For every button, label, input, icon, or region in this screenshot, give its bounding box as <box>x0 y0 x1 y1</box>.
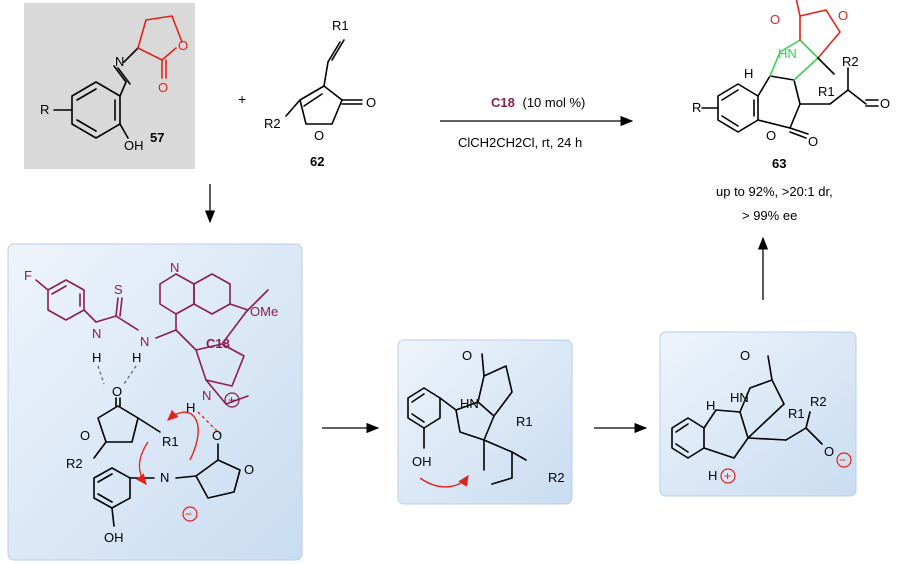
electron-arrow-1 <box>166 409 199 461</box>
ts-r2: R2 <box>66 456 83 471</box>
plus-sign: + <box>238 91 246 107</box>
i2-hn: HN <box>730 390 749 405</box>
c57-n: N <box>115 54 124 69</box>
i1-o: O <box>462 348 472 363</box>
h-bond-ammonium <box>197 411 221 435</box>
compound-62: R1 R2 O O 62 <box>264 18 376 169</box>
c57-oh: OH <box>124 138 144 153</box>
i2-oh-plus: H <box>708 468 717 483</box>
i2-o: O <box>740 348 750 363</box>
lactone-ring <box>137 15 183 79</box>
p63-h: H <box>744 66 753 81</box>
c62-r1: R1 <box>332 18 349 33</box>
ts-charge-plus: + <box>228 393 235 407</box>
p63-hn: HN <box>778 46 797 61</box>
p63-r2: R2 <box>842 54 859 69</box>
c62-o-ring: O <box>314 128 324 143</box>
ts-charge-minus-circle <box>182 506 198 522</box>
p63-r: R <box>692 100 701 115</box>
ts-methoxy: OMe <box>250 304 278 319</box>
ts-n-link: N <box>140 334 149 349</box>
ts-o-furanone-ring: O <box>80 428 90 443</box>
i2-charge-minus-circle <box>836 452 852 468</box>
c57-r: R <box>40 102 49 117</box>
i1-oh: OH <box>412 454 432 469</box>
ts-r1: R1 <box>162 434 179 449</box>
p63-o-carbonyl: O <box>808 134 818 149</box>
i1-hn: HN <box>460 396 479 411</box>
transition-state-panel: F S N H N H C18 N OMe H N + O O R1 R2 N … <box>7 243 303 561</box>
ts-catalyst-name: C18 <box>206 336 230 351</box>
ts-charge-minus: − <box>185 507 192 521</box>
ts-nh-left: N <box>92 326 101 341</box>
i2-o-enolate: O <box>824 444 834 459</box>
i2-r2: R2 <box>810 394 827 409</box>
p63-o-right: O <box>880 96 890 111</box>
ts-imine-n: N <box>160 470 169 485</box>
c57-o-ring: O <box>178 38 188 53</box>
p63-result-line1: up to 92%, >20:1 dr, <box>716 184 833 199</box>
ts-o-furanone-carbonyl: O <box>112 384 122 399</box>
i1-r1: R1 <box>516 414 533 429</box>
intermediate-2-panel: O HN H R1 R2 O − H + <box>659 331 857 497</box>
ts-quinoline-n: N <box>170 260 179 275</box>
ts-thio-s: S <box>114 282 123 297</box>
p63-label: 63 <box>772 156 786 171</box>
ts-o-lactone-carbonyl: O <box>212 428 222 443</box>
ts-o-lactone-ring: O <box>244 462 254 477</box>
i1-electron-arrow <box>419 474 469 488</box>
h-bond-right <box>123 365 137 385</box>
c57-label: 57 <box>150 130 164 145</box>
ts-h-left: H <box>92 350 101 365</box>
c57-o-carbonyl: O <box>158 80 168 95</box>
i1-r2: R2 <box>548 470 565 485</box>
intermediate-1-panel: O HN R1 R2 OH <box>397 339 573 505</box>
p63-result-line2: > 99% ee <box>742 208 797 223</box>
electron-arrow-2 <box>136 441 149 486</box>
p63-o-ring: O <box>838 8 848 23</box>
c62-r2: R2 <box>264 116 281 131</box>
i2-r1: R1 <box>788 406 805 421</box>
ts-charge-plus-circle <box>224 392 240 408</box>
ts-h-right: H <box>132 350 141 365</box>
product-63: O O HN H R R1 R2 O O O 63 up to 92%, >20… <box>692 0 890 223</box>
ts-ammonium-h: H <box>186 400 195 415</box>
p63-r1: R1 <box>818 84 835 99</box>
p63-o-lactone: O <box>766 128 776 143</box>
i2-h: H <box>706 398 715 413</box>
c62-label: 62 <box>310 154 324 169</box>
compound-57: R OH N O O 57 <box>24 3 195 169</box>
ts-fluoro: F <box>24 268 32 283</box>
p63-o-top: O <box>770 12 780 27</box>
ts-oh: OH <box>104 530 124 545</box>
ts-ammonium-n: N <box>202 388 211 403</box>
substrate-box <box>24 3 195 169</box>
c62-o-carbonyl: O <box>366 95 376 110</box>
i2-charge-plus: + <box>724 469 731 483</box>
i2-charge-minus: − <box>839 453 846 467</box>
i2-charge-plus-circle <box>720 468 736 484</box>
conditions-catalyst: C18 (10 mol %) <box>491 95 585 110</box>
conditions-solvent: ClCH2CH2Cl, rt, 24 h <box>458 135 582 150</box>
